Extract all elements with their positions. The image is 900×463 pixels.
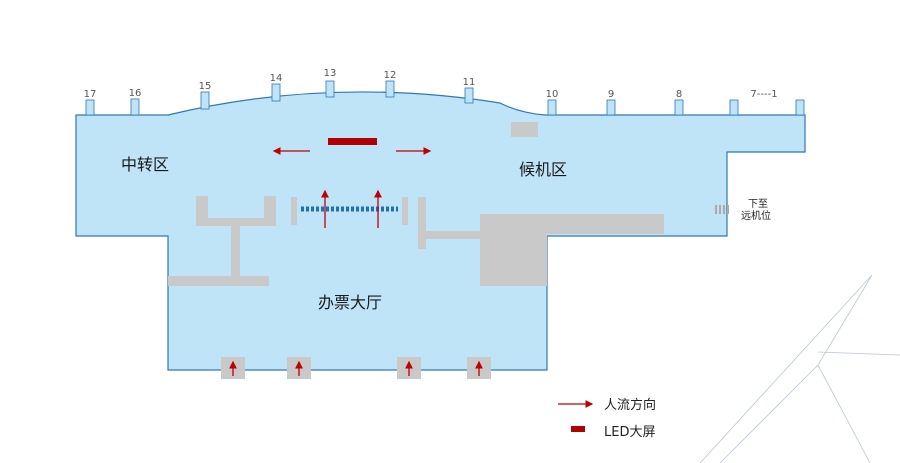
gate-number: 10 xyxy=(546,89,559,100)
counter-block xyxy=(511,122,538,137)
gate-numbers: 17 16 15 14 13 12 11 10 9 8 7----1 xyxy=(84,68,778,100)
remote-stand-note: 下至 xyxy=(748,198,768,210)
gate-number: 11 xyxy=(463,77,476,88)
gate-number: 17 xyxy=(84,89,97,100)
gate-number: 7----1 xyxy=(750,89,777,100)
zone-label-waiting: 候机区 xyxy=(519,160,567,179)
entrance xyxy=(397,357,421,379)
flow-arrows xyxy=(272,147,432,228)
terminal-floor xyxy=(75,91,806,371)
interior-blocks xyxy=(168,122,664,286)
remote-stand-stairs xyxy=(715,205,729,214)
entrance xyxy=(467,357,491,379)
gate-number: 9 xyxy=(608,89,614,100)
gate-number: 12 xyxy=(384,70,397,81)
gate-number: 13 xyxy=(324,68,337,79)
gate-number: 16 xyxy=(129,88,142,99)
gate-number: 8 xyxy=(676,89,682,100)
zone-label-ticket-hall: 办票大厅 xyxy=(318,293,382,312)
entrance xyxy=(221,357,245,379)
remote-stand-note: 远机位 xyxy=(741,209,771,222)
entrance xyxy=(287,357,311,379)
legend-led-label: LED大屏 xyxy=(604,425,655,440)
background-lines xyxy=(699,274,900,463)
zone-label-transfer: 中转区 xyxy=(121,155,169,174)
entrances xyxy=(221,357,491,379)
legend-led-swatch xyxy=(571,426,585,432)
legend-flow-label: 人流方向 xyxy=(604,397,656,413)
gate-stubs xyxy=(85,80,805,116)
legend: 人流方向 LED大屏 xyxy=(558,397,656,440)
gate-number: 15 xyxy=(199,81,212,92)
gate-number: 14 xyxy=(270,73,283,84)
led-screen xyxy=(328,138,377,145)
